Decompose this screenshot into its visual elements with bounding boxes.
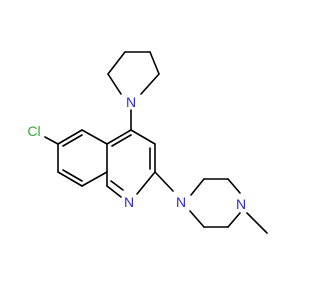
bond xyxy=(110,180,124,191)
bond xyxy=(44,136,59,145)
bond xyxy=(106,129,132,145)
quinoline-nitrogen-label: N xyxy=(124,194,134,210)
bond xyxy=(62,169,83,182)
bond xyxy=(81,129,108,145)
bond xyxy=(106,185,122,198)
piperazine-nitrogen-1-label: N xyxy=(176,194,186,210)
chlorine-label: Cl xyxy=(27,123,40,139)
bond-layer xyxy=(44,51,268,234)
bond xyxy=(136,171,156,195)
pyrrolidine-nitrogen-label: N xyxy=(126,94,136,110)
bond xyxy=(62,134,83,147)
bond xyxy=(107,51,126,75)
bond xyxy=(81,171,108,187)
bond xyxy=(227,212,241,228)
bond xyxy=(111,134,132,147)
bond xyxy=(154,171,174,192)
piperazine-nitrogen-4-label: N xyxy=(236,196,246,212)
bond xyxy=(246,212,268,234)
bond xyxy=(107,73,122,95)
bond xyxy=(57,129,83,145)
bond xyxy=(189,210,205,228)
bond xyxy=(190,178,205,196)
bond xyxy=(130,129,156,145)
molecule-structure: Cl N N N N xyxy=(27,51,268,234)
bond xyxy=(140,73,160,95)
atom-label-layer: Cl N N N N xyxy=(27,94,246,212)
bond xyxy=(227,178,241,194)
bond xyxy=(57,171,83,187)
bond xyxy=(149,51,160,75)
